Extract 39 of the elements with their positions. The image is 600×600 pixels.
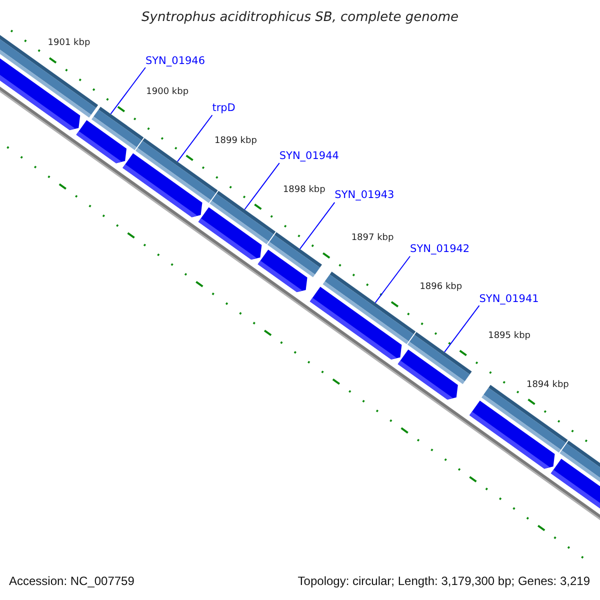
gene-bar — [92, 106, 144, 150]
gene-label: trpD — [212, 101, 236, 116]
gene-label: SYN_01946 — [145, 54, 206, 68]
scale-label: 1900 kbp — [146, 87, 189, 98]
scale-label: 1896 kbp — [420, 282, 462, 294]
gene-feature-block — [76, 120, 127, 164]
gene-feature-block — [0, 58, 80, 130]
footer-text: Topology: circular; Length: 3,179,300 bp; Genes: 3,219 — [298, 574, 590, 589]
gene-feature-block — [469, 400, 555, 469]
leader-line — [299, 202, 336, 250]
leader-line — [374, 256, 411, 304]
gene-bar — [560, 440, 600, 482]
gene-label: SYN_01941 — [479, 292, 539, 306]
gene-feature-block — [398, 350, 458, 400]
gene-feature-block — [198, 207, 262, 260]
scale-label: 1897 kbp — [351, 233, 394, 244]
gene-feature-block — [122, 153, 202, 218]
gene-label: SYN_01943 — [334, 188, 394, 202]
gene-label: SYN_01942 — [410, 242, 470, 256]
leader-line — [176, 114, 213, 162]
gene-feature-block — [258, 250, 308, 292]
leader-line — [244, 162, 280, 210]
leader-line — [444, 305, 480, 353]
gene-feature-block — [550, 458, 600, 508]
scale-label: 1898 kbp — [282, 184, 326, 196]
gene-bar — [407, 332, 472, 384]
gene-label: SYN_01944 — [279, 149, 339, 164]
scale-label: 1899 kbp — [214, 136, 257, 147]
diagram-title: Syntrophus aciditrophicus SB, complete genome — [140, 10, 460, 26]
gene-bar — [0, 35, 98, 118]
footer-text: Accession: NC_007759 — [9, 574, 134, 589]
gene-bar — [322, 272, 416, 344]
scale-label: 1894 kbp — [526, 380, 569, 391]
gene-bar — [210, 190, 276, 244]
gene-bar — [267, 232, 322, 278]
gene-feature-block — [310, 286, 402, 360]
scale-label: 1901 kbp — [48, 38, 90, 50]
leader-line — [110, 67, 146, 114]
scale-label: 1895 kbp — [488, 331, 530, 342]
